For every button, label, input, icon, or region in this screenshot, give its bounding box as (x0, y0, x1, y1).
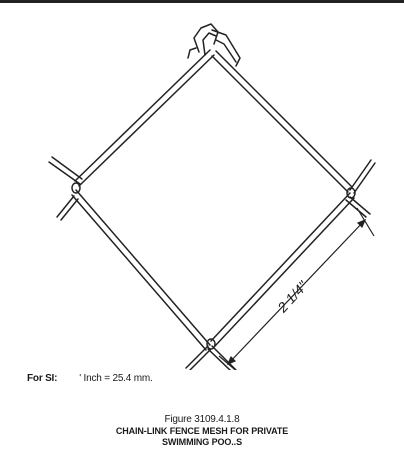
figure-caption: Figure 3109.4.1.8 CHAIN-LINK FENCE MESH … (0, 413, 404, 448)
right-joint (345, 159, 376, 218)
top-rule (0, 0, 404, 3)
mesh-wire-lower-left (71, 189, 211, 351)
si-note-text: ' Inch = 25.4 mm. (79, 373, 153, 384)
si-note: For SI: ' Inch = 25.4 mm. (27, 373, 153, 384)
top-knuckle (187, 23, 241, 67)
si-note-label: For SI: (27, 373, 58, 384)
figure-title-line-2: SWIMMING POO..S (161, 437, 242, 447)
figure-number: Figure 3109.4.1.8 (164, 414, 240, 425)
left-joint (48, 156, 83, 221)
mesh-wire-lower-right (210, 192, 355, 347)
dimension-lines (218, 207, 375, 370)
chain-link-diagram: 2 1/4" (48, 23, 376, 370)
mesh-wire-upper-right (211, 50, 353, 193)
bottom-joint (185, 338, 237, 370)
mesh-wire-upper-left (74, 49, 215, 187)
figure-title-line-1: CHAIN-LINK FENCE MESH FOR PRIVATE (115, 426, 289, 436)
